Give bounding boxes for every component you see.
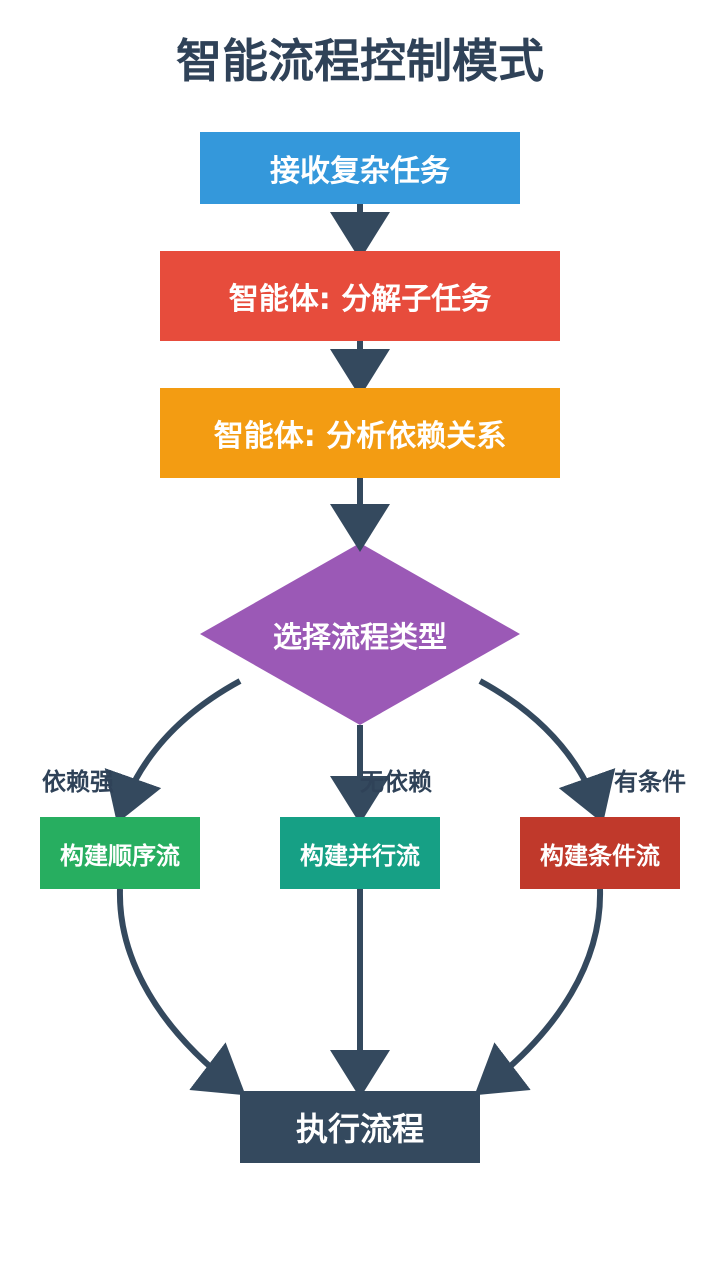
diagram-title: 智能流程控制模式 bbox=[176, 34, 544, 88]
node-execute-flow: 执行流程 bbox=[240, 1091, 480, 1163]
node-analyze-dependencies-label: 智能体: 分析依赖关系 bbox=[213, 419, 507, 454]
node-build-sequential-flow: 构建顺序流 bbox=[40, 817, 200, 889]
node-build-parallel-flow: 构建并行流 bbox=[280, 817, 440, 889]
node-decompose-subtasks: 智能体: 分解子任务 bbox=[160, 251, 560, 341]
arrow-sequential-to-execute bbox=[116, 888, 246, 1096]
arrow-decision-to-conditional bbox=[478, 678, 616, 824]
arrow-decision-to-sequential bbox=[104, 678, 242, 824]
decision-diamond bbox=[200, 543, 520, 725]
node-build-parallel-flow-label: 构建并行流 bbox=[300, 841, 420, 870]
edge-label-strong-dependency: 依赖强 bbox=[42, 768, 114, 796]
node-build-conditional-flow-label: 构建条件流 bbox=[540, 841, 660, 870]
node-receive-task-label: 接收复杂任务 bbox=[270, 154, 450, 189]
arrow-conditional-to-execute bbox=[474, 888, 604, 1096]
node-decompose-subtasks-label: 智能体: 分解子任务 bbox=[228, 282, 492, 317]
node-receive-task: 接收复杂任务 bbox=[200, 132, 520, 204]
node-analyze-dependencies: 智能体: 分析依赖关系 bbox=[160, 388, 560, 478]
edge-label-no-dependency: 无依赖 bbox=[360, 768, 432, 796]
decision-label: 选择流程类型 bbox=[272, 620, 447, 654]
node-execute-flow-label: 执行流程 bbox=[295, 1110, 424, 1148]
node-build-conditional-flow: 构建条件流 bbox=[520, 817, 680, 889]
edge-label-conditional: 有条件 bbox=[614, 768, 686, 796]
node-build-sequential-flow-label: 构建顺序流 bbox=[60, 841, 180, 870]
